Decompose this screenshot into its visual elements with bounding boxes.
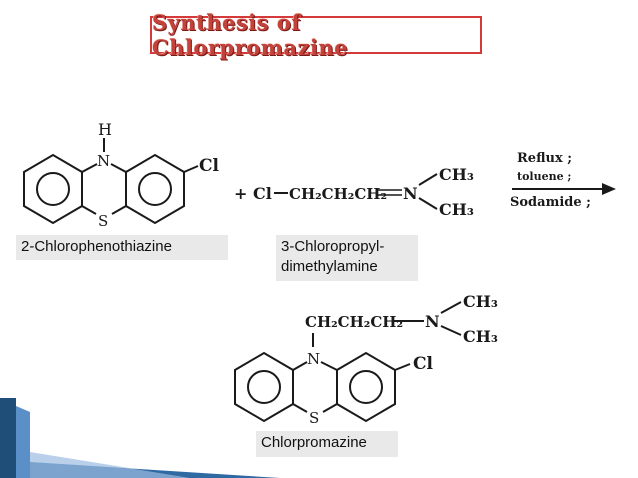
label-reactant1: 2-Chlorophenothiazine: [16, 235, 228, 260]
label-reactant2-line1: 3-Chloropropyl-: [281, 238, 385, 255]
page-title: Synthesis of Chlorpromazine: [152, 10, 349, 60]
corner-accent-light: [16, 406, 30, 478]
p-bond-s-left: [292, 403, 308, 413]
condition-sodamide: Sodamide ;: [510, 195, 591, 210]
label-reactant2-line2: dimethylamine: [281, 258, 378, 275]
reactant1-structure: [23, 138, 199, 225]
r2-plus-cl: + Cl: [234, 184, 272, 203]
p-bond-n-ch3-bottom: [440, 325, 462, 336]
r1-bond-cl: [183, 165, 199, 173]
r2-ch3-top: CH₃: [439, 165, 474, 184]
p-s-atom: S: [309, 409, 319, 427]
p-ch3-bottom: CH₃: [463, 327, 498, 346]
r2-chain: CH₂CH₂CH₂: [289, 185, 387, 203]
label-reactant2: 3-Chloropropyl- dimethylamine: [276, 235, 418, 281]
label-product: Chlorpromazine: [256, 431, 398, 457]
p-left-ring: [234, 351, 294, 423]
r1-h-atom: H: [98, 120, 112, 139]
r1-left-ring: [23, 153, 83, 225]
r2-bond-n-ch3-top: [418, 173, 438, 186]
r1-bond-s-left: [81, 205, 97, 215]
r1-right-ring: [125, 153, 185, 225]
r1-right-ring-aromatic: [138, 172, 172, 206]
condition-reflux: Reflux ;: [517, 151, 572, 166]
p-bond-n-right: [320, 361, 338, 371]
r2-n-atom: N: [403, 184, 418, 203]
p-bond-s-right: [322, 403, 338, 413]
p-bond-cl: [394, 363, 411, 371]
p-left-ring-aromatic: [247, 370, 281, 404]
p-n-amine: N: [425, 312, 440, 331]
r2-ch3-bottom: CH₃: [439, 200, 474, 219]
p-chain: CH₂CH₂CH₂: [305, 313, 403, 331]
r1-n-atom: N: [97, 152, 110, 170]
p-bond-n-left: [292, 361, 308, 371]
r1-s-atom: S: [98, 212, 108, 230]
r2-bond-chain-n: [377, 189, 402, 196]
corner-accent-ribbon-light: [30, 452, 190, 478]
product-structure: [234, 333, 411, 423]
title-box: Synthesis of Chlorpromazine: [150, 10, 482, 60]
p-ch3-top: CH₃: [463, 292, 498, 311]
corner-accent-dark: [0, 398, 16, 478]
p-cl-atom: Cl: [413, 354, 434, 374]
r1-cl-atom: Cl: [199, 156, 220, 176]
reaction-arrow-head: [602, 183, 616, 195]
r1-bond-s-right: [111, 205, 127, 215]
condition-toluene: toluene ;: [517, 170, 571, 183]
r1-left-ring-aromatic: [36, 172, 70, 206]
p-bond-n-ch3-top: [440, 301, 462, 314]
p-right-ring-aromatic: [349, 370, 383, 404]
p-n-ring: N: [307, 350, 320, 368]
r1-bond-n-left: [81, 163, 98, 173]
p-right-ring: [336, 351, 396, 423]
r2-bond-n-ch3-bottom: [418, 197, 438, 210]
r1-bond-n-right: [110, 163, 127, 173]
